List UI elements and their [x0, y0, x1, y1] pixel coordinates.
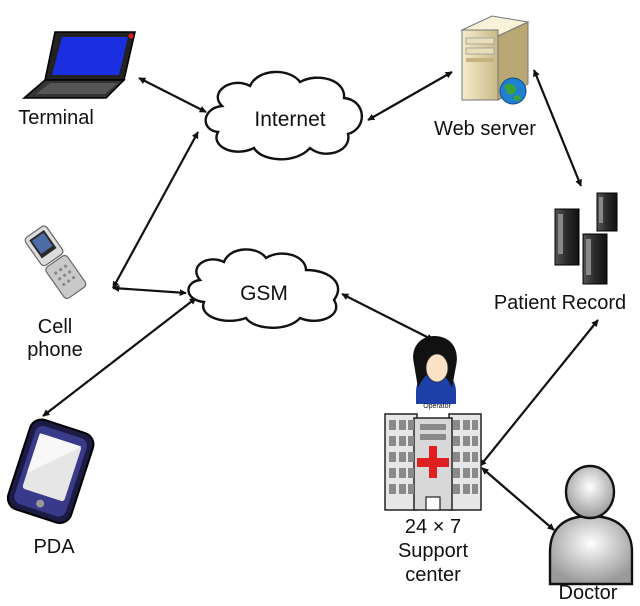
server-globe-icon [460, 15, 530, 105]
web-server-label: Web server [434, 118, 536, 140]
pda-icon [6, 418, 95, 525]
link-internet-webserver [367, 71, 453, 121]
person-icon [548, 464, 634, 586]
operator-tag-label: Operator [423, 403, 451, 410]
link-pda-gsm [42, 297, 197, 417]
link-support-doctor [481, 467, 555, 531]
support-center-label-line3: center [405, 564, 461, 586]
flip-phone-icon [24, 225, 87, 300]
server-tower-icon [554, 192, 618, 285]
cell-phone-label-line1: Cell [37, 316, 73, 338]
link-cellphone-internet [112, 131, 199, 289]
link-terminal-internet [138, 77, 207, 113]
terminal-label: Terminal [18, 107, 94, 129]
patient-record-label: Patient Record [493, 292, 627, 314]
link-patientrecord-support [479, 319, 599, 467]
cell-phone-label-line2: phone [27, 339, 83, 361]
laptop-icon [21, 31, 136, 99]
gsm-label: GSM [240, 282, 288, 305]
internet-label: Internet [254, 108, 326, 131]
pda-label: PDA [33, 536, 75, 558]
operator-icon [413, 336, 457, 404]
doctor-label: Doctor [558, 582, 618, 604]
link-gsm-support [341, 293, 434, 341]
link-webserver-patientrecord [532, 69, 583, 187]
gsm-cloud-icon [187, 248, 340, 329]
hospital-building-icon [384, 413, 482, 511]
support-center-label-line2: Support [397, 540, 469, 562]
link-cellphone-gsm [112, 284, 187, 297]
support-center-label-line1: 24 × 7 [404, 516, 462, 538]
internet-cloud-icon [204, 70, 363, 161]
connectors [42, 69, 599, 531]
